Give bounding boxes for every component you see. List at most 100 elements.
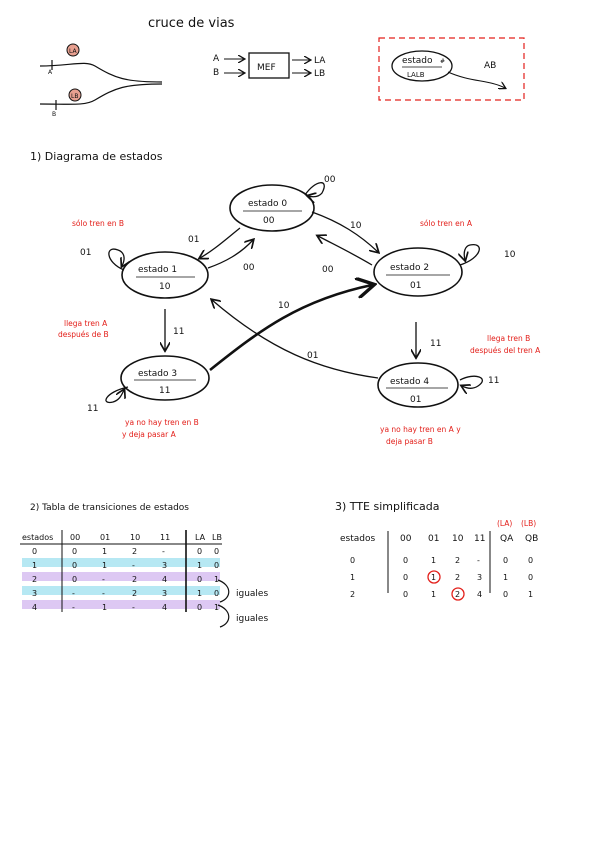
arrow-s0-s1	[200, 227, 241, 258]
section2-title: 2) Tabla de transiciones de estados	[30, 503, 189, 513]
table3-cell: -	[477, 556, 480, 565]
table3-header: 11	[474, 534, 485, 544]
label-s0-self: 00	[324, 175, 336, 185]
table2-cell: 1	[102, 547, 107, 556]
table2-cell: 2	[132, 589, 137, 598]
arrow-s4-s1	[212, 300, 379, 379]
table3-header: 10	[452, 534, 464, 544]
note-s3-in-1: llega tren A	[64, 319, 108, 328]
legend-arrow	[447, 71, 505, 88]
lb-light-icon	[68, 88, 82, 102]
legend-box	[378, 37, 525, 101]
label-s3-s2: 10	[278, 301, 290, 311]
table3-header: 01	[428, 534, 439, 544]
table2-header: 11	[160, 533, 170, 542]
table3-cell: 0	[503, 590, 508, 599]
note-s4-in-1: llega tren B	[487, 334, 530, 343]
table3-header: 00	[400, 534, 412, 544]
arrow-s2-self	[460, 244, 480, 266]
arrow-s1-self	[108, 248, 124, 271]
label-s3-self: 11	[87, 404, 98, 414]
state-4-name: estado 4	[390, 377, 429, 387]
state-4-output: 01	[410, 395, 421, 405]
state-0-output: 00	[263, 216, 275, 226]
iguales-label-1: iguales	[236, 589, 268, 599]
legend-state-num: #	[440, 58, 445, 65]
mef-box	[248, 52, 290, 79]
table2-cell: 0	[197, 547, 202, 556]
table2-header: estados	[22, 533, 53, 542]
state-2: estado 2 01	[373, 247, 463, 297]
table2-cell: 4	[162, 603, 167, 612]
section3-title: 3) TTE simplificada	[335, 500, 440, 513]
label-s2-s4: 11	[430, 339, 441, 349]
table3-cell: 1	[503, 573, 508, 582]
table2-header: LB	[212, 533, 222, 542]
table2-cell: 4	[32, 603, 37, 612]
table3-header: QB	[525, 534, 538, 544]
note-s4-in-2: después del tren A	[470, 346, 541, 355]
table2-cell: 0	[72, 561, 77, 570]
table2-cell: -	[72, 589, 75, 598]
mef-label: MEF	[257, 63, 276, 73]
table2-cell: -	[102, 575, 105, 584]
table2-cell: 0	[214, 547, 219, 556]
state-3-name: estado 3	[138, 369, 177, 379]
highlight-circle	[451, 587, 465, 601]
table2-cell: -	[72, 603, 75, 612]
table2-cell: 4	[162, 575, 167, 584]
table3-cell: 2	[350, 590, 355, 599]
table3-cell: 0	[403, 556, 408, 565]
table2-cell: 1	[214, 603, 219, 612]
section1-title: 1) Diagrama de estados	[30, 150, 163, 163]
table2-cell: 0	[72, 547, 77, 556]
arrow-s3-s2	[209, 285, 372, 372]
brace-1	[217, 579, 230, 603]
table3-header: QA	[500, 534, 514, 544]
table2-cell: 1	[32, 561, 37, 570]
state-0: estado 0 00	[229, 184, 315, 232]
state-2-name: estado 2	[390, 263, 429, 273]
table3-cell: 1	[431, 590, 436, 599]
brace-2	[217, 604, 230, 628]
legend-state-label: estado	[402, 56, 433, 66]
table3-cell: 0	[528, 573, 533, 582]
table2-cell: 0	[197, 575, 202, 584]
label-s4-self: 11	[488, 376, 499, 386]
row-highlight	[22, 558, 220, 567]
table3-cell: 1	[350, 573, 355, 582]
table3-cell: 2	[455, 573, 460, 582]
row-highlight	[22, 586, 220, 595]
table2-cell: 1	[102, 603, 107, 612]
table2-cell: -	[132, 603, 135, 612]
mef-output-lb: LB	[314, 69, 325, 79]
table3-cell: 0	[403, 590, 408, 599]
la-label: LA	[69, 48, 77, 55]
table2-cell: 3	[162, 561, 167, 570]
table3-cell: 2	[455, 556, 460, 565]
legend-outputs: LALB	[407, 71, 425, 79]
state-4: estado 4 01	[377, 362, 459, 408]
highlight-circle	[427, 570, 441, 584]
arrow-s2-s0	[318, 236, 373, 266]
note-s3-out-1: ya no hay tren en B	[125, 418, 199, 427]
table2-header: 10	[130, 533, 140, 542]
section3-top-label-la: (LA)	[497, 519, 512, 528]
table2-cell: 1	[197, 589, 202, 598]
mef-input-a: A	[213, 54, 220, 64]
table2-cell: -	[102, 589, 105, 598]
note-s3-in-2: después de B	[58, 330, 109, 339]
la-light-icon	[66, 43, 80, 57]
table2-cell: 1	[214, 575, 219, 584]
table2-cell: -	[132, 561, 135, 570]
label-s2-s0: 00	[322, 265, 334, 275]
label-s1-self: 01	[80, 248, 91, 258]
table3-cell: 0	[503, 556, 508, 565]
table3-cell: 3	[477, 573, 482, 582]
table2-cell: 3	[32, 589, 37, 598]
table2-header: 00	[70, 533, 80, 542]
table3-cell: 0	[528, 556, 533, 565]
mef-output-la: LA	[314, 56, 326, 66]
